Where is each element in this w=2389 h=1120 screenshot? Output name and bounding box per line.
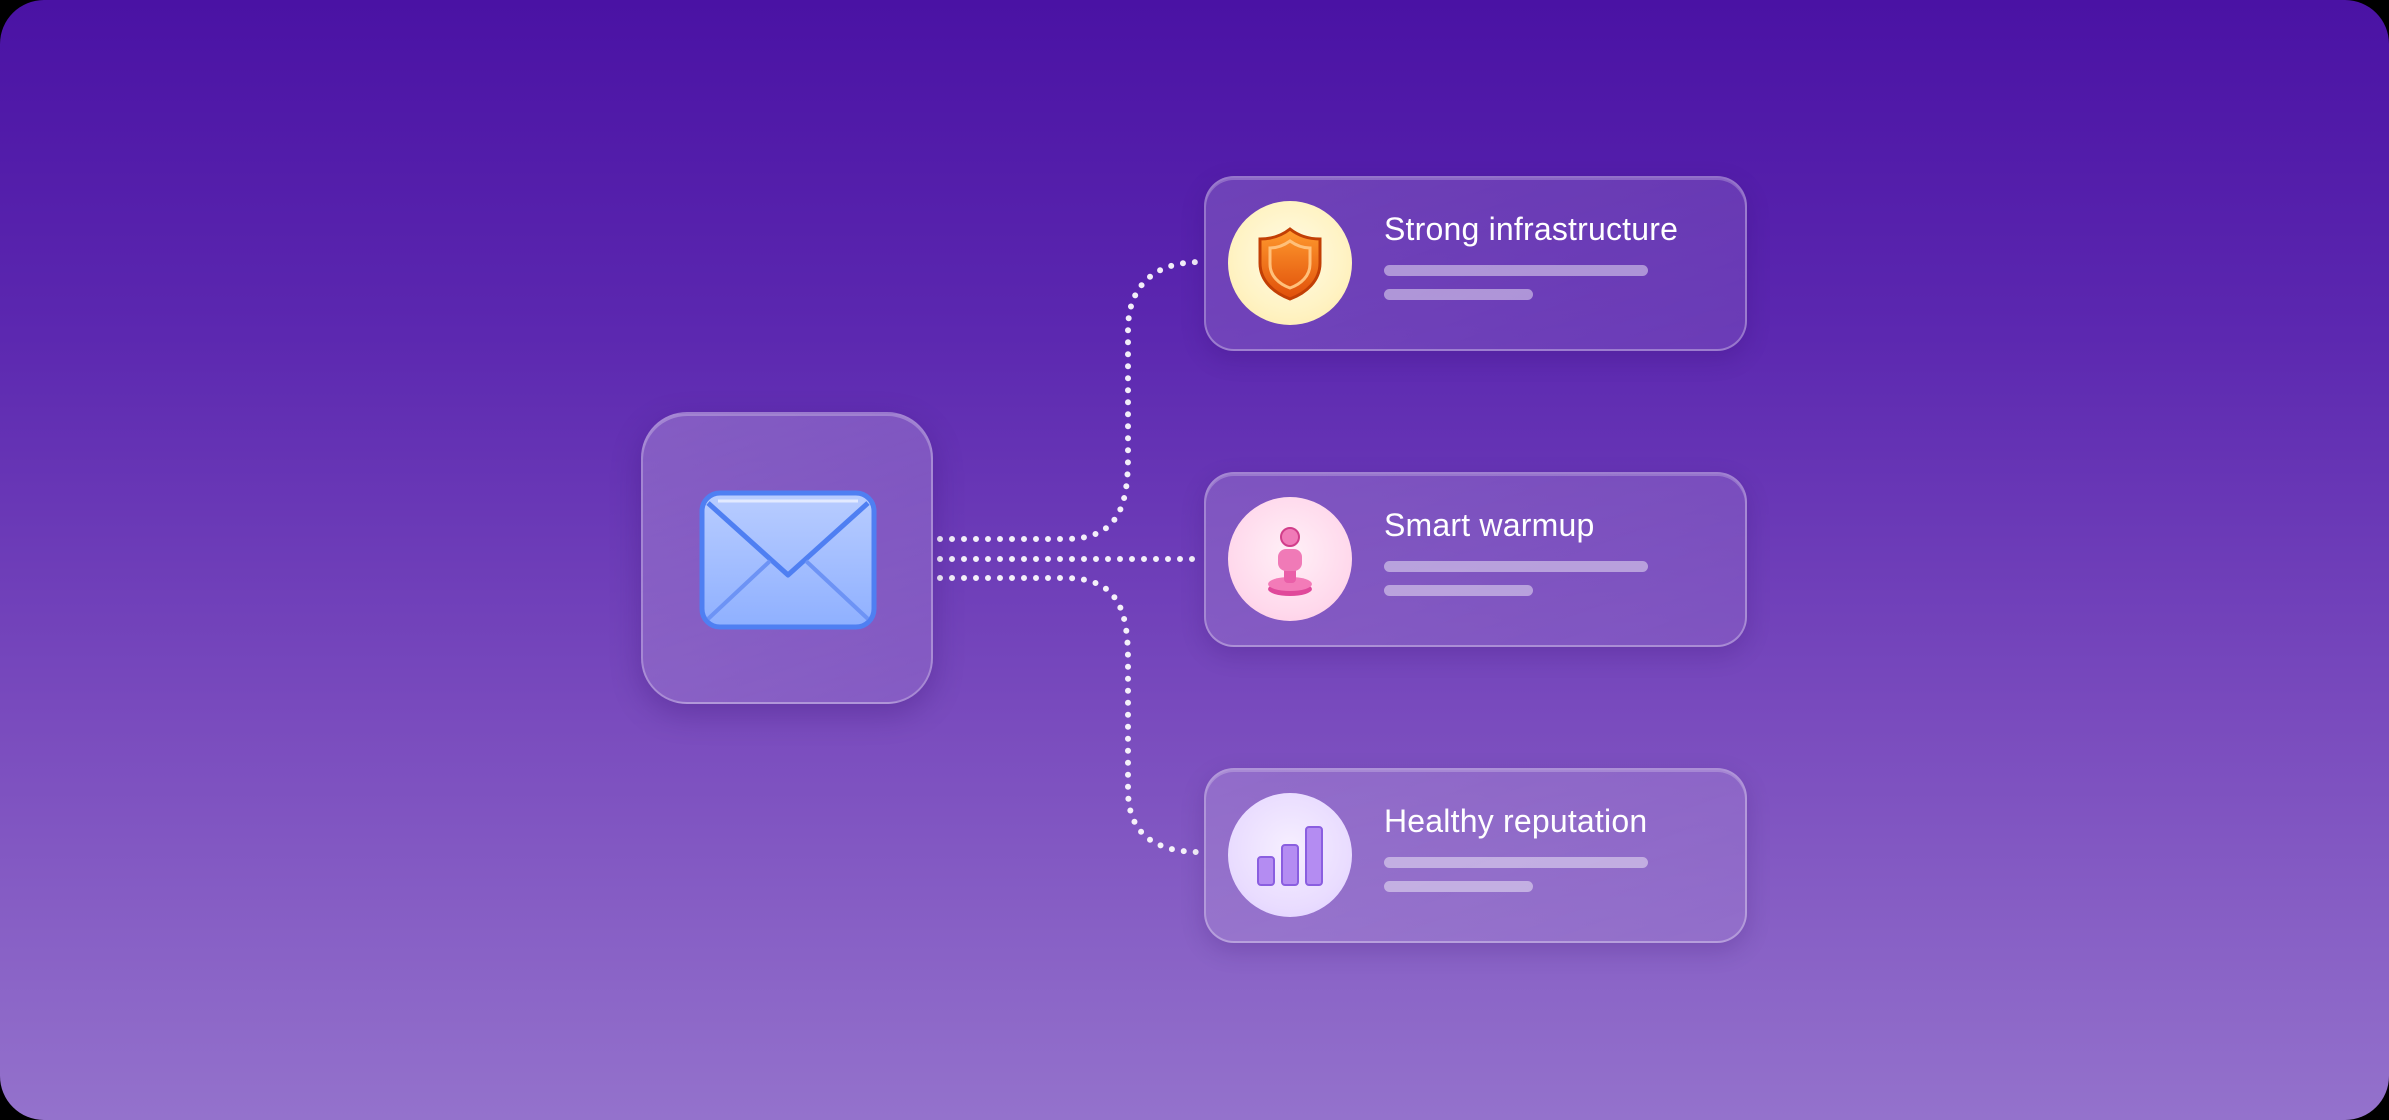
placeholder-line — [1384, 585, 1533, 596]
bar-chart-icon — [1257, 826, 1323, 886]
warmup-badge — [1228, 497, 1352, 621]
person-on-pedestal-icon — [1268, 527, 1312, 596]
connector-to-infrastructure — [937, 259, 1203, 542]
card-title: Smart warmup — [1384, 507, 1595, 543]
email-hub — [641, 412, 933, 704]
feature-card-infrastructure: Strong infrastructure — [1204, 176, 1747, 351]
envelope-icon — [699, 490, 877, 630]
placeholder-line — [1384, 881, 1533, 892]
placeholder-line — [1384, 561, 1648, 572]
card-title: Healthy reputation — [1384, 803, 1648, 839]
feature-card-reputation: Healthy reputation — [1204, 768, 1747, 943]
infrastructure-badge — [1228, 201, 1352, 325]
placeholder-line — [1384, 857, 1648, 868]
placeholder-line — [1384, 265, 1648, 276]
card-title: Strong infrastructure — [1384, 211, 1679, 247]
feature-card-warmup: Smart warmup — [1204, 472, 1747, 647]
shield-icon — [1258, 227, 1322, 301]
placeholder-line — [1384, 289, 1533, 300]
connector-to-reputation — [937, 575, 1203, 855]
reputation-badge — [1228, 793, 1352, 917]
